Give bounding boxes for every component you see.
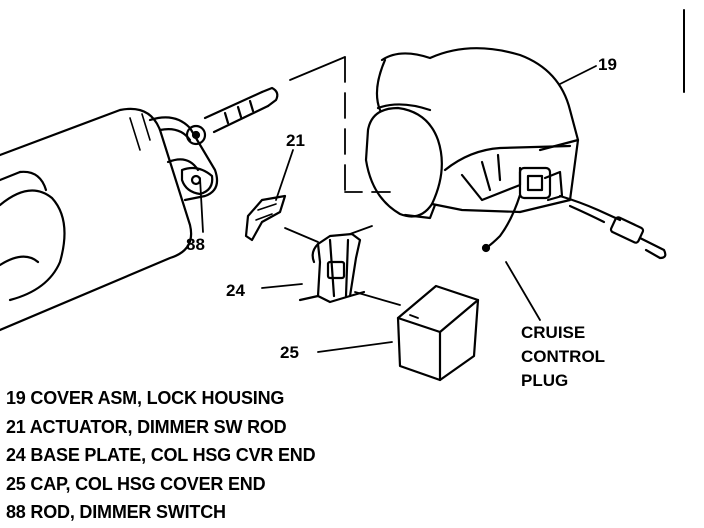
legend-item-21: 21 ACTUATOR, DIMMER SW ROD [6,416,287,437]
leader-lines [199,65,597,353]
dimmer-actuator-part [244,194,287,242]
cruise-label-line2: CONTROL [521,347,605,366]
callout-25: 25 [280,343,299,362]
callout-19: 19 [598,55,617,74]
cruise-label-line1: CRUISE [521,323,585,342]
parts-legend: 19 COVER ASM, LOCK HOUSING 21 ACTUATOR, … [6,384,316,527]
alignment-lines [284,56,419,319]
legend-item-24: 24 BASE PLATE, COL HSG CVR END [6,445,316,465]
legend-item-25: 25 CAP, COL HSG COVER END [6,473,266,494]
lock-housing-cover [364,47,580,220]
cruise-control-plug [481,193,667,260]
cruise-label-line3: PLUG [521,371,568,390]
callout-24: 24 [226,281,245,300]
legend-item-19: 19 COVER ASM, LOCK HOUSING [6,388,285,408]
cap-part [396,284,480,382]
callout-21: 21 [286,131,305,150]
callout-88: 88 [186,235,205,254]
base-plate-part [298,232,366,304]
legend-item-88: 88 ROD, DIMMER SWITCH [6,502,226,522]
